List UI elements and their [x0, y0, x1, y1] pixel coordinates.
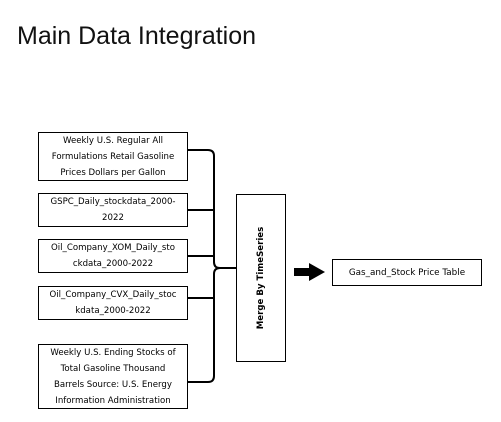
source-line: Oil_Company_CVX_Daily_stoc — [49, 290, 177, 300]
source-line: GSPC_Daily_stockdata_2000- — [50, 197, 176, 207]
source-line: Formulations Retail Gasoline — [51, 151, 175, 162]
source-box-gasoline-stocks: Weekly U.S. Ending Stocks of Total Gasol… — [38, 344, 188, 409]
source-box-gspc: GSPC_Daily_stockdata_2000- 2022 — [38, 193, 188, 227]
brace-connector — [188, 149, 236, 383]
source-box-xom: Oil_Company_XOM_Daily_sto ckdata_2000-20… — [38, 239, 188, 273]
source-box-gasoline-prices: Weekly U.S. Regular All Formulations Ret… — [38, 132, 188, 181]
source-line: 2022 — [102, 213, 124, 223]
source-line: Prices Dollars per Gallon — [60, 167, 166, 178]
source-line: Barrels Source: U.S. Energy — [54, 379, 172, 390]
page-title: Main Data Integration — [17, 22, 257, 50]
source-line: Total Gasoline Thousand — [60, 363, 166, 374]
source-line: ckdata_2000-2022 — [72, 259, 154, 269]
source-box-cvx: Oil_Company_CVX_Daily_stoc kdata_2000-20… — [38, 286, 188, 320]
merge-label: Merge By TimeSeries — [256, 226, 266, 330]
flow-arrow — [294, 263, 325, 281]
source-line: Oil_Company_XOM_Daily_sto — [51, 243, 175, 253]
merge-box: Merge By TimeSeries — [236, 194, 286, 362]
source-line: kdata_2000-2022 — [75, 306, 151, 316]
output-box: Gas_and_Stock Price Table — [332, 259, 482, 286]
source-line: Information Administration — [55, 395, 171, 406]
source-line: Weekly U.S. Regular All — [62, 135, 164, 146]
source-line: Weekly U.S. Ending Stocks of — [50, 347, 176, 358]
